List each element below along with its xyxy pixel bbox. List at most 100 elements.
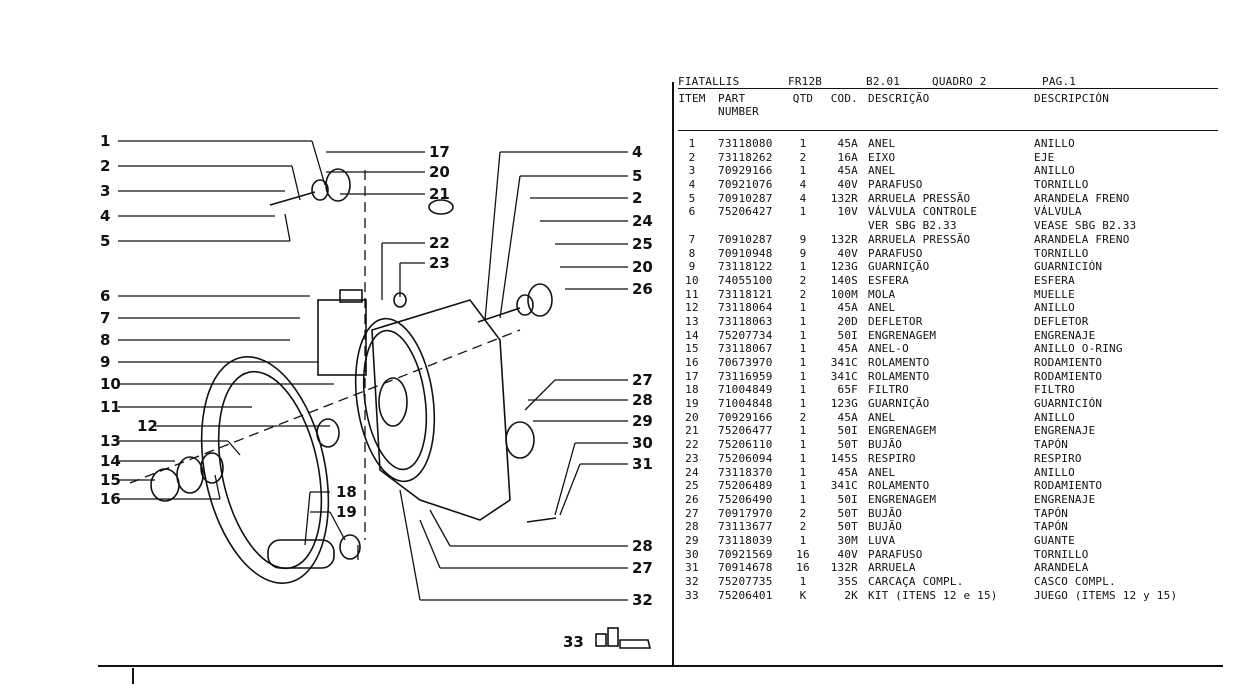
col-part-line2: NUMBER bbox=[718, 105, 759, 118]
cell-descripcion: ENGRENAJE bbox=[1034, 492, 1096, 506]
cell-qtd: 1 bbox=[799, 137, 807, 150]
cell-cod: 40V bbox=[837, 547, 858, 561]
cell-cod: 132R bbox=[830, 561, 858, 575]
cell-part-number: 75206477 bbox=[718, 424, 773, 438]
cell-item: 6 bbox=[688, 205, 696, 219]
cell-descripcion: MUELLE bbox=[1034, 287, 1075, 301]
cell-descricao: CARCAÇA COMPL. bbox=[868, 575, 964, 588]
callout-right: 30 bbox=[632, 434, 653, 452]
cell-qtd: 2 bbox=[799, 520, 807, 534]
cell-item: 16 bbox=[685, 356, 699, 369]
cell-cod: 123G bbox=[830, 260, 858, 274]
cell-item: 8 bbox=[688, 246, 696, 260]
cell-descricao: ARRUELA bbox=[868, 561, 916, 575]
cell-item: 3 bbox=[688, 164, 696, 178]
cell-qtd: 1 bbox=[799, 301, 807, 315]
cell-part-number: 70917970 bbox=[718, 506, 773, 520]
cell-descripcion: ANILLO O-RING bbox=[1034, 342, 1123, 356]
cell-item: 19 bbox=[685, 397, 699, 411]
callout-left: 16 bbox=[100, 490, 121, 508]
cell-qtd: 2 bbox=[799, 150, 807, 164]
cell-descricao: ROLAMENTO bbox=[868, 356, 930, 369]
cell-descripcion: ENGRENAJE bbox=[1034, 424, 1096, 438]
cell-qtd bbox=[784, 219, 822, 233]
cell-descricao: ENGRENAGEM bbox=[868, 492, 937, 506]
cell-cod: 145S bbox=[830, 451, 858, 465]
col-descricao: DESCRIÇÃO bbox=[868, 92, 930, 105]
cell-descricao: GUARNIÇÃO bbox=[868, 397, 930, 411]
cell-cod: 20D bbox=[837, 314, 858, 328]
callout-left: 7 bbox=[100, 309, 110, 327]
callout-mid: 17 bbox=[429, 143, 450, 161]
cell-qtd: 1 bbox=[799, 205, 807, 219]
cell-descripcion: TORNILLO bbox=[1034, 178, 1089, 192]
cell-descricao: MOLA bbox=[868, 287, 896, 301]
cell-part-number: 73118080 bbox=[718, 137, 773, 150]
cell-descripcion: TAPÓN bbox=[1034, 438, 1069, 452]
cell-part-number: 70929166 bbox=[718, 164, 773, 178]
cell-descripcion: CASCO COMPL. bbox=[1034, 575, 1116, 588]
cell-descripcion: RODAMIENTO bbox=[1034, 356, 1103, 369]
callout-right: 29 bbox=[632, 412, 653, 430]
cell-cod: 30M bbox=[837, 533, 858, 547]
cell-part-number: 70673970 bbox=[718, 356, 773, 369]
cell-descricao: PARAFUSO bbox=[868, 246, 923, 260]
cell-cod: 40V bbox=[837, 246, 858, 260]
cell-cod: 50I bbox=[837, 424, 858, 438]
cell-item: 21 bbox=[685, 424, 699, 438]
cell-qtd: 1 bbox=[799, 164, 807, 178]
cell-part-number: 74055100 bbox=[718, 273, 773, 287]
cell-part-number: 70921569 bbox=[718, 547, 773, 561]
callout-left: 3 bbox=[100, 182, 110, 200]
cell-descripcion: ANILLO bbox=[1034, 410, 1075, 424]
cell-cod: 140S bbox=[830, 273, 858, 287]
callout-left: 11 bbox=[100, 398, 121, 416]
cell-item: 18 bbox=[685, 383, 699, 397]
callout-left: 13 bbox=[100, 432, 121, 450]
col-qtd: QTD bbox=[792, 92, 814, 105]
cell-part-number: 75206401 bbox=[718, 588, 773, 602]
cell-item: 11 bbox=[685, 287, 699, 301]
exploded-diagram: 1 2 3 4 5 6 7 8 9 10 11 12 13 14 15 16 1… bbox=[100, 132, 653, 651]
cell-qtd: 1 bbox=[799, 479, 807, 493]
cell-cod: 341C bbox=[830, 369, 858, 383]
cell-cod: 16A bbox=[837, 150, 858, 164]
cell-cod: 35S bbox=[837, 575, 858, 588]
callout-left: 14 bbox=[100, 452, 121, 470]
cell-item: 14 bbox=[685, 328, 699, 342]
cell-cod: 50T bbox=[837, 506, 858, 520]
cell-cod: 50T bbox=[837, 520, 858, 534]
callout-right: 2 bbox=[632, 189, 642, 207]
cell-descricao: PARAFUSO bbox=[868, 178, 923, 192]
cell-cod: 341C bbox=[830, 356, 858, 369]
cell-qtd: 1 bbox=[799, 575, 807, 588]
cell-item: 33 bbox=[685, 588, 699, 602]
callout-mid: 18 bbox=[336, 483, 357, 501]
cell-descricao: KIT (ITENS 12 e 15) bbox=[868, 588, 998, 602]
transmission-parts bbox=[150, 168, 652, 649]
cell-descricao: ARRUELA PRESSÃO bbox=[868, 191, 971, 205]
callout-right: 27 bbox=[632, 559, 653, 577]
cell-descripcion: TAPÓN bbox=[1034, 506, 1069, 520]
callout-right: 32 bbox=[632, 591, 653, 609]
cell-part-number: 75206490 bbox=[718, 492, 773, 506]
cell-qtd: 1 bbox=[799, 356, 807, 369]
cell-item: 9 bbox=[688, 260, 696, 274]
cell-qtd: 16 bbox=[796, 561, 810, 575]
cell-descripcion: RODAMIENTO bbox=[1034, 369, 1103, 383]
cell-part-number: 70921076 bbox=[718, 178, 773, 192]
cell-descripcion: TORNILLO bbox=[1034, 246, 1089, 260]
cell-descripcion: VÁLVULA bbox=[1034, 205, 1082, 219]
